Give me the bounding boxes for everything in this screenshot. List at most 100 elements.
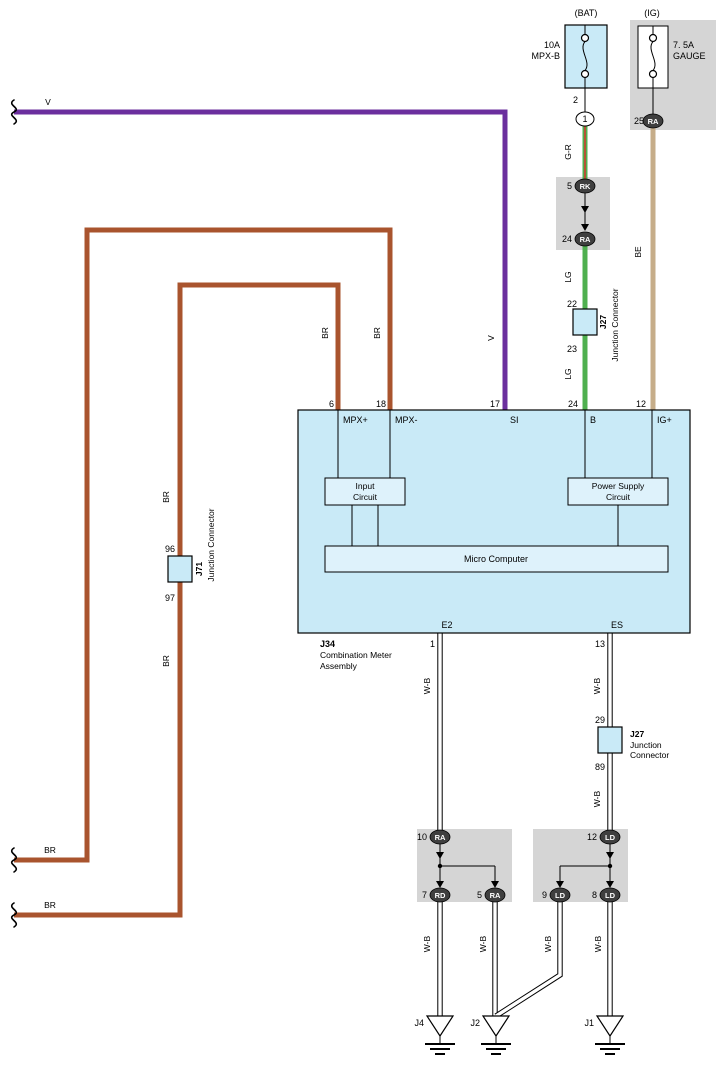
wire-color-label: W-B — [592, 790, 602, 807]
pin-label: 12 — [636, 399, 646, 409]
pin-label: 24 — [562, 234, 572, 244]
connector-ld-8 — [599, 887, 621, 903]
connector-rd-7 — [429, 887, 451, 903]
wire-break-icon — [10, 902, 18, 928]
wire-color-label: W-B — [422, 935, 432, 952]
wire-color-label: LG — [563, 271, 573, 282]
arrow-down-icon — [491, 881, 499, 888]
connector-ra-10 — [429, 829, 451, 845]
wire-break-icon — [10, 99, 18, 125]
ground-triangle-icon — [481, 1015, 511, 1038]
fuse-terminal-icon — [648, 69, 658, 79]
wire-color-label: V — [45, 97, 51, 107]
micro-computer-box — [324, 545, 669, 573]
j71-junction-connector — [167, 555, 193, 583]
fuse-element-icon — [650, 41, 656, 71]
junction-name-label: Junction Connector — [206, 508, 216, 581]
splice-node — [575, 111, 595, 127]
ground-j4 — [425, 1015, 455, 1055]
micro-computer-label: Micro Computer — [464, 554, 528, 564]
arrow-down-icon — [581, 206, 589, 213]
connector-ra-ig — [642, 113, 664, 129]
wire-color-label: BR — [44, 845, 56, 855]
terminal-label: MPX- — [395, 415, 418, 425]
connector-rk — [574, 178, 596, 194]
wire-color-label: W-B — [592, 677, 602, 694]
connector-code-label: LD — [555, 891, 566, 900]
terminal-label: IG+ — [657, 415, 672, 425]
pin-label: 7 — [422, 890, 427, 900]
pin-label: 12 — [587, 832, 597, 842]
pin-label: 5 — [477, 890, 482, 900]
junction-id-label: J27 — [598, 315, 608, 329]
arrow-down-icon — [436, 881, 444, 888]
bat-header-label: (BAT) — [575, 8, 598, 18]
pin-label: 25 — [634, 116, 644, 126]
connector-code-label: LD — [605, 891, 616, 900]
ig-header-label: (IG) — [644, 8, 660, 18]
junction-id-label: J71 — [194, 562, 204, 576]
connector-code-label: RK — [580, 182, 591, 191]
component-name-label: Combination Meter — [320, 650, 392, 660]
wire-color-label: BR — [372, 327, 382, 339]
splice-node-label: 1 — [582, 114, 587, 124]
pin-label: 13 — [595, 639, 605, 649]
junction-id-label: J27 — [630, 729, 644, 739]
terminal-label: B — [590, 415, 596, 425]
ground-id-label: J1 — [584, 1018, 594, 1028]
terminal-label: E2 — [441, 620, 452, 630]
pin-label: 1 — [430, 639, 435, 649]
pin-label: 2 — [573, 95, 578, 105]
junction-name-label: Connector — [630, 750, 669, 760]
arrow-down-icon — [581, 224, 589, 231]
wire-color-label: BE — [633, 246, 643, 258]
wire-color-label: BR — [161, 655, 171, 667]
power-supply-label: Circuit — [606, 492, 631, 502]
connector-code-label: RD — [435, 891, 446, 900]
pin-label: 17 — [490, 399, 500, 409]
pin-label: 29 — [595, 715, 605, 725]
pin-label: 9 — [542, 890, 547, 900]
terminal-label: MPX+ — [343, 415, 368, 425]
wire-color-label: W-B — [422, 677, 432, 694]
pin-label: 97 — [165, 593, 175, 603]
wire-color-label: G-R — [563, 144, 573, 160]
connector-code-label: RA — [435, 833, 446, 842]
arrow-down-icon — [606, 881, 614, 888]
connector-code-label: RA — [648, 117, 659, 126]
wb-wire-j2b-outer — [494, 902, 563, 1019]
ig-amp-label: 7. 5A — [673, 40, 694, 50]
connector-code-label: RA — [490, 891, 501, 900]
wire-color-label: V — [486, 335, 496, 341]
connector-ra-5 — [484, 887, 506, 903]
pin-label: 10 — [417, 832, 427, 842]
junction-name-label: Junction — [630, 740, 662, 750]
j34-combination-meter-box — [297, 409, 691, 634]
connector-code-label: RA — [580, 235, 591, 244]
fuse-terminal-icon — [580, 69, 590, 79]
wb-wire-j2b — [495, 902, 562, 1018]
junction-name-label: Junction Connector — [610, 288, 620, 361]
connector-ra — [574, 231, 596, 247]
wire-color-label: BR — [161, 491, 171, 503]
pin-label: 22 — [567, 299, 577, 309]
pin-label: 18 — [376, 399, 386, 409]
arrow-down-icon — [556, 881, 564, 888]
wire-color-label: W-B — [478, 935, 488, 952]
j27-top-junction-connector — [572, 308, 598, 336]
input-circuit-box — [324, 477, 406, 506]
pin-label: 5 — [567, 181, 572, 191]
wire-color-label: W-B — [593, 935, 603, 952]
pin-label: 89 — [595, 762, 605, 772]
wire-break-icon — [10, 847, 18, 873]
pin-label: 24 — [568, 399, 578, 409]
brown-wire-inner — [14, 282, 341, 918]
j27-bottom-junction-connector — [597, 726, 623, 754]
input-circuit-label: Circuit — [353, 492, 378, 502]
wire-color-label: BR — [320, 327, 330, 339]
component-id-label: J34 — [320, 639, 335, 649]
arrow-down-icon — [606, 852, 614, 859]
component-name-label: Assembly — [320, 661, 358, 671]
terminal-label: ES — [611, 620, 623, 630]
